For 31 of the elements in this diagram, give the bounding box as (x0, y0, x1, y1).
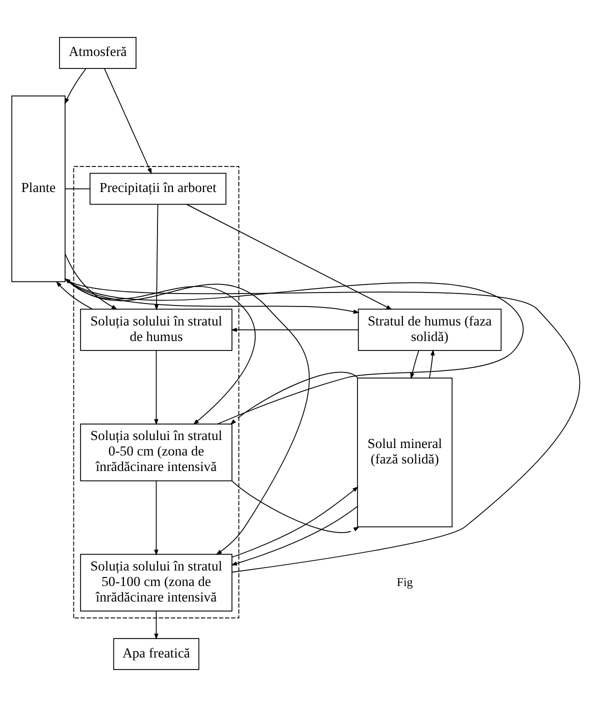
arrow (104, 68, 152, 174)
node-box: Soluția solului în stratul de humus (80, 308, 232, 350)
arrow (232, 480, 360, 533)
arrow (154, 203, 159, 310)
node-box: Apa freatică (113, 638, 200, 670)
node-box: Solul mineral (fază solidă) (357, 377, 453, 527)
node-box: Precipitații în arboret (90, 172, 226, 204)
arrow (232, 486, 358, 558)
arrow (429, 348, 435, 378)
arrow (56, 280, 93, 310)
node-box: Soluția solului în stratul 0-50 cm (zona de înrădăcinare intensivă (80, 423, 232, 481)
arrow (64, 68, 86, 104)
arrow (410, 350, 420, 379)
arrow (230, 371, 358, 424)
arrow (154, 350, 158, 425)
arrow (64, 278, 524, 424)
arrow (186, 203, 392, 310)
node-box: Plante (11, 95, 66, 282)
node-box: Stratul de humus (faza solidă) (358, 308, 502, 350)
arrow (230, 327, 359, 332)
arrow (64, 278, 256, 424)
node-box: Atmosferă (59, 36, 136, 68)
label: Fig (396, 574, 413, 588)
arrow (230, 506, 358, 566)
arrow (64, 278, 360, 314)
node-box: Soluția solului în stratul 50-100 cm (zona de înrădăcinare intensivă (80, 553, 232, 611)
arrow (154, 610, 158, 640)
connector (64, 188, 90, 189)
arrow (64, 278, 580, 572)
arrow (64, 278, 310, 554)
arrow (154, 480, 158, 556)
